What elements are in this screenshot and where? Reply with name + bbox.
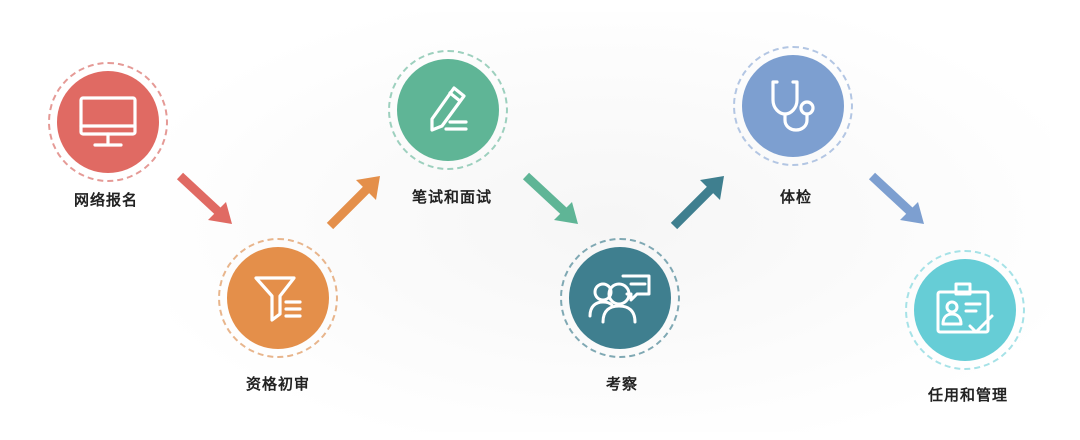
pencil-icon: [420, 82, 476, 138]
step-written-and-interview: [388, 50, 508, 170]
arrow-up-right-icon: [326, 176, 380, 230]
id-badge-icon: [934, 280, 996, 340]
step-label-online-registration: 网络报名: [73, 191, 139, 209]
step-disc: [569, 247, 671, 349]
step-ring: [48, 62, 168, 182]
step-disc: [57, 71, 159, 173]
step-initial-qualification-review: [218, 238, 338, 358]
step-disc: [914, 259, 1016, 361]
diagram-backdrop: [170, 12, 1050, 432]
step-disc: [397, 59, 499, 161]
people-chat-icon: [587, 270, 653, 326]
filter-icon: [250, 270, 306, 326]
stethoscope-icon: [765, 76, 821, 136]
step-label-inspection: 考察: [605, 375, 639, 393]
step-disc: [227, 247, 329, 349]
step-label-appointment-and-management: 任用和管理: [927, 386, 1009, 404]
arrow-up-right-icon: [670, 176, 724, 230]
step-label-written-and-interview: 笔试和面试: [411, 188, 493, 206]
arrow-down-right-icon: [868, 172, 924, 224]
step-appointment-and-management: [905, 250, 1025, 370]
step-ring: [560, 238, 680, 358]
step-disc: [742, 55, 844, 157]
step-label-medical-examination: 体检: [779, 188, 813, 206]
step-ring: [905, 250, 1025, 370]
arrow-down-right-icon: [522, 172, 578, 224]
monitor-icon: [77, 94, 139, 150]
step-ring: [733, 46, 853, 166]
step-online-registration: [48, 62, 168, 182]
step-inspection: [560, 238, 680, 358]
step-ring: [388, 50, 508, 170]
step-medical-examination: [733, 46, 853, 166]
step-label-initial-qualification-review: 资格初审: [245, 375, 311, 393]
arrow-down-right-icon: [176, 172, 232, 224]
step-ring: [218, 238, 338, 358]
